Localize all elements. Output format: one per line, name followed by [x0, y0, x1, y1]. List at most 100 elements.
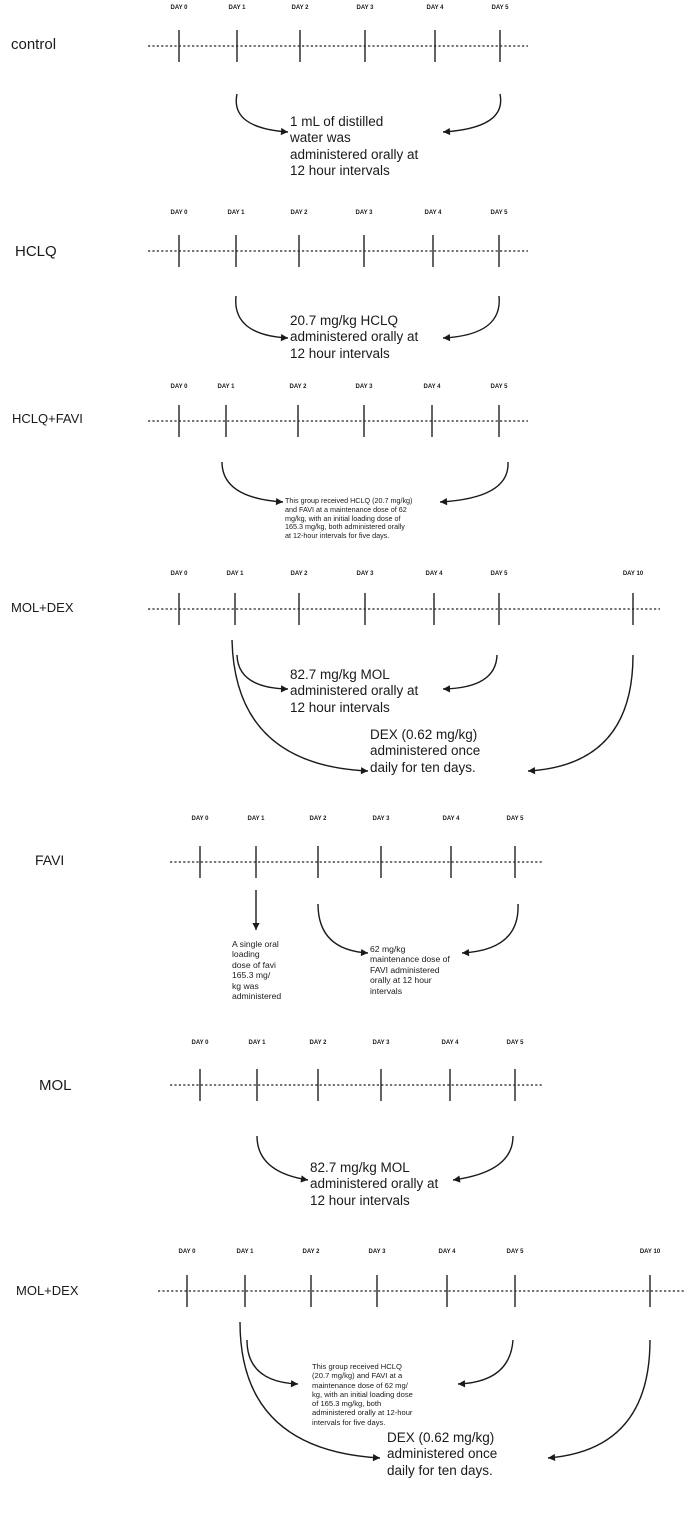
annotation-line: DEX (0.62 mg/kg): [370, 727, 478, 742]
panel-7-arrow-1: [246, 1339, 299, 1385]
panel-4-arrow-2: [442, 654, 498, 690]
panel-7-group-label: MOL+DEX: [16, 1283, 79, 1298]
annotation-line: kg, with an initial loading dose: [312, 1389, 413, 1399]
panel-1-day-label: DAY 2: [291, 5, 309, 11]
annotation-line: administered orally at 12-hour: [312, 1408, 413, 1418]
panel-2-arrow-1: [235, 295, 289, 339]
panel-2-day-label: DAY 1: [227, 210, 245, 216]
panel-6-arrowhead-2: [453, 1175, 461, 1183]
panel-7-arrow-4: [547, 1339, 651, 1459]
panel-4-arrowhead-4: [528, 767, 536, 775]
panel-3-day-label: DAY 4: [423, 384, 441, 390]
annotation-line: 62 mg/kg: [370, 944, 406, 954]
panel-7-arrowhead-1: [290, 1380, 298, 1388]
annotation-line: administered orally at: [290, 683, 419, 699]
panel-5-arrow-2: [317, 903, 369, 954]
panel-5-day-label: DAY 2: [309, 816, 327, 822]
panel-2-day-label: DAY 4: [424, 210, 442, 216]
panel-3-group-label: HCLQ+FAVI: [12, 411, 83, 426]
annotation-line: maintenance dose of 62 mg/: [312, 1380, 408, 1390]
panel-4-arrow-4: [527, 654, 634, 772]
panel-7-day-label: DAY 1: [236, 1249, 254, 1255]
panel-4-day-label: DAY 10: [622, 571, 644, 577]
panel-7-arrow-3: [239, 1321, 381, 1459]
panel-1-day-label: DAY 4: [426, 5, 444, 11]
annotation-line: 12 hour intervals: [290, 699, 390, 715]
annotation-line: FAVI administered: [370, 964, 440, 975]
annotation-line: 20.7 mg/kg HCLQ: [290, 313, 399, 328]
panel-6-day-label: DAY 3: [372, 1040, 390, 1046]
panel-3-day-label: DAY 5: [490, 384, 508, 390]
panel-3-day-label: DAY 0: [170, 384, 188, 390]
panel-7-arrowhead-2: [458, 1380, 466, 1388]
panel-5-arrowhead-1: [252, 923, 260, 930]
annotation-line: A single oral: [232, 939, 279, 949]
annotation-line: of 165.3 mg/kg, both: [312, 1399, 382, 1408]
panel-3-arrow-2: [439, 461, 509, 503]
panel-6-group-label: MOL: [39, 1077, 72, 1094]
panel-7-arrowhead-4: [548, 1453, 556, 1462]
annotation-line: (20.7 mg/kg) and FAVI at a: [312, 1371, 403, 1381]
panel-1-day-label: DAY 0: [170, 5, 188, 11]
annotation-line: administered once: [387, 1446, 498, 1462]
annotation-line: administered orally at: [310, 1176, 439, 1192]
annotation-line: and FAVI at a maintenance dose of 62: [285, 504, 407, 514]
panel-7-day-label: DAY 2: [302, 1249, 320, 1255]
panel-7-annotation-1: This group received HCLQ(20.7 mg/kg) and…: [312, 1362, 413, 1427]
annotation-line: kg was: [232, 980, 259, 991]
annotation-line: intervals: [370, 985, 402, 996]
panel-6-day-label: DAY 4: [441, 1040, 459, 1046]
annotation-line: 165.3 mg/: [232, 970, 271, 981]
panel-4-group-label: MOL+DEX: [11, 600, 74, 615]
panel-5-day-label: DAY 4: [442, 816, 460, 822]
panel-1-arrowhead-1: [280, 127, 288, 136]
annotation-line: 82.7 mg/kg MOL: [290, 667, 390, 682]
annotation-line: 12 hour intervals: [290, 163, 390, 179]
panel-3-arrow-1: [221, 461, 284, 503]
annotation-line: intervals for five days.: [312, 1417, 386, 1427]
panel-2-day-label: DAY 2: [290, 210, 308, 216]
panel-4-day-label: DAY 4: [425, 571, 443, 577]
annotation-line: dose of favi: [232, 959, 276, 970]
panel-4-day-label: DAY 2: [290, 571, 308, 577]
panel-4-day-label: DAY 3: [356, 571, 374, 577]
panel-6-arrow-2: [452, 1135, 514, 1181]
panel-6-day-label: DAY 2: [309, 1040, 327, 1046]
annotation-line: This group received HCLQ (20.7 mg/kg): [285, 496, 413, 505]
panel-3-arrowhead-1: [275, 497, 283, 506]
panel-4-arrowhead-3: [360, 767, 368, 775]
annotation-line: 1 mL of distilled: [290, 114, 384, 129]
panel-3-day-label: DAY 1: [217, 384, 235, 390]
panel-5-day-label: DAY 1: [247, 816, 265, 822]
annotation-line: administered once: [370, 743, 481, 759]
panel-5-day-label: DAY 3: [372, 816, 390, 822]
annotation-line: daily for ten days.: [387, 1462, 493, 1478]
panel-4-arrow-1: [236, 654, 289, 690]
panel-4-day-label: DAY 5: [490, 571, 508, 577]
panel-3-arrowhead-2: [440, 498, 448, 506]
annotation-line: 82.7 mg/kg MOL: [310, 1160, 410, 1175]
panel-7-arrow-2: [457, 1339, 514, 1385]
panel-6-day-label: DAY 5: [506, 1040, 524, 1046]
annotation-line: loading: [232, 949, 260, 960]
panel-5-arrow-3: [461, 903, 519, 954]
panel-7-day-label: DAY 3: [368, 1249, 386, 1255]
panel-2-day-label: DAY 0: [170, 210, 188, 216]
annotation-line: DEX (0.62 mg/kg): [387, 1430, 495, 1445]
annotation-line: administered orally at: [290, 146, 419, 162]
panel-5-arrowhead-2: [360, 948, 368, 957]
panel-5-day-label: DAY 0: [191, 816, 209, 822]
panel-5-day-label: DAY 5: [506, 816, 524, 822]
panel-4-arrowhead-1: [280, 685, 288, 693]
panel-6-day-label: DAY 0: [191, 1040, 209, 1046]
annotation-line: mg/kg, with an initial loading dose of: [285, 513, 401, 523]
panel-1-arrow-1: [235, 93, 289, 133]
